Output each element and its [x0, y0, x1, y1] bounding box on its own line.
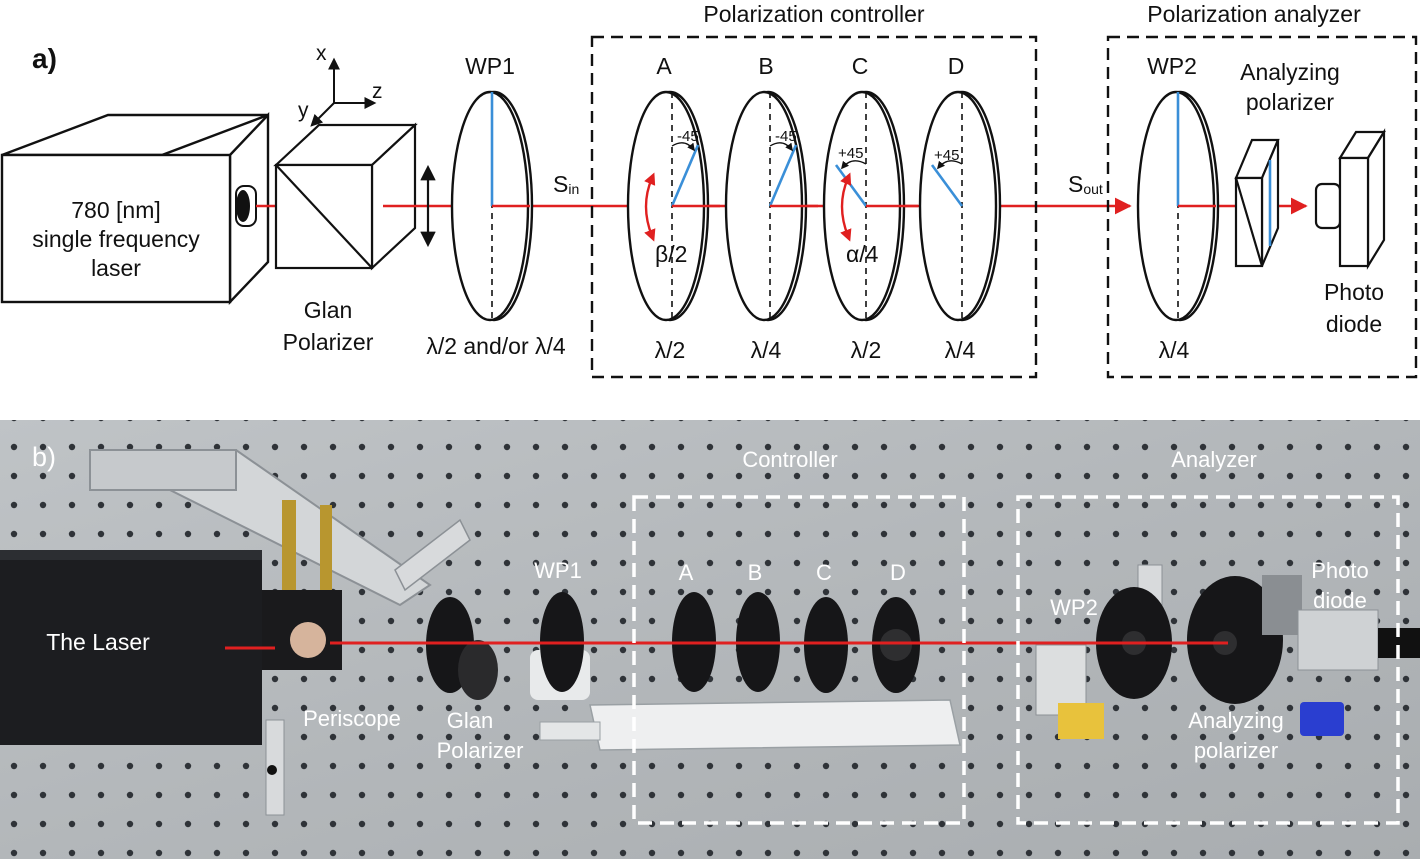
plate-B	[724, 90, 818, 322]
analyzing-polarizer-label-2: polarizer	[1246, 89, 1335, 115]
panel-a: a) 780 [nm] single frequency laser Glan …	[0, 1, 1418, 379]
periscope-arm	[89, 449, 471, 610]
wp1-photo-label: WP1	[534, 558, 582, 583]
glan-cube	[273, 122, 418, 271]
analyzing-polarizer-prism	[1234, 138, 1280, 268]
analyzer-title: Polarization analyzer	[1147, 1, 1361, 27]
plate-A-photo-label: A	[679, 560, 694, 585]
wp1-label: WP1	[465, 53, 515, 79]
analyzing-polarizer-photo-label-1: Analyzing	[1188, 708, 1283, 733]
s-in-label: Sin	[553, 171, 579, 197]
analyzer-dashed-box	[1016, 495, 1400, 825]
plate-C-photo-label: C	[816, 560, 832, 585]
plate-A-angle: -45	[677, 128, 699, 145]
panel-b-tag: b)	[32, 442, 56, 472]
laser-body	[0, 550, 262, 745]
photodiode-label-2: diode	[1326, 311, 1382, 337]
plate-D	[918, 90, 1002, 322]
wp1-plate	[450, 90, 534, 322]
analyzer-box	[1106, 35, 1418, 379]
plate-C-type: λ/2	[851, 337, 882, 363]
controller-dashed-box	[632, 495, 966, 825]
photodiode-photo-label-2: diode	[1313, 588, 1367, 613]
laser-label-1: 780 [nm]	[71, 197, 161, 223]
controller-rail	[539, 592, 961, 751]
glan-photo-label-1: Glan	[447, 708, 493, 733]
glan-label-1: Glan	[304, 297, 353, 323]
controller-photo-label: Controller	[742, 447, 837, 472]
photodiode-label-1: Photo	[1324, 279, 1384, 305]
wp2-label: WP2	[1147, 53, 1197, 79]
analyzing-polarizer-label-1: Analyzing	[1240, 59, 1340, 85]
photodiode-photo-label-1: Photo	[1311, 558, 1369, 583]
glan-photo-label-2: Polarizer	[437, 738, 524, 763]
plate-D-type: λ/4	[945, 337, 976, 363]
laser-label-2: single frequency	[32, 226, 200, 252]
beta-label: β/2	[655, 241, 687, 267]
wp2-type-label: λ/4	[1159, 337, 1190, 363]
glan-label-2: Polarizer	[283, 329, 374, 355]
wp2-plate	[1136, 90, 1220, 322]
axis-z-label: z	[372, 80, 383, 103]
plate-D-angle: +45	[934, 147, 959, 164]
controller-title: Polarization controller	[703, 1, 925, 27]
plate-C	[822, 90, 918, 322]
plate-C-letter: C	[852, 53, 869, 79]
periscope-mount	[262, 590, 342, 816]
analyzer-photo-label: Analyzer	[1171, 447, 1257, 472]
plate-A-letter: A	[656, 53, 672, 79]
wp2-photo-label: WP2	[1050, 595, 1098, 620]
panel-b-photo: b) The Laser Periscope Glan Polarizer WP…	[0, 420, 1420, 859]
s-out-label: Sout	[1068, 171, 1103, 197]
plate-A	[626, 90, 720, 322]
plate-B-letter: B	[758, 53, 773, 79]
plate-A-type: λ/2	[655, 337, 686, 363]
axes-icon	[310, 57, 377, 127]
plate-B-angle: -45	[775, 128, 797, 145]
alpha-label: α/4	[846, 241, 879, 267]
plate-C-angle: +45	[838, 145, 863, 162]
plate-D-photo-label: D	[890, 560, 906, 585]
wp1-type-label: λ/2 and/or λ/4	[426, 333, 566, 359]
analyzing-polarizer-photo-label-2: polarizer	[1194, 738, 1278, 763]
laser-photo-label: The Laser	[46, 629, 150, 655]
plate-B-photo-label: B	[748, 560, 763, 585]
periscope-photo-label: Periscope	[303, 706, 401, 731]
plate-D-letter: D	[948, 53, 965, 79]
axis-y-label: y	[298, 99, 309, 122]
plate-B-type: λ/4	[751, 337, 782, 363]
panel-a-tag: a)	[32, 43, 57, 74]
glan-mount	[426, 597, 498, 700]
laser-aperture	[235, 185, 257, 227]
controller-box	[590, 35, 1038, 379]
axis-x-label: x	[316, 42, 327, 65]
photodiode-box	[1314, 128, 1386, 270]
laser-label-3: laser	[91, 255, 141, 281]
